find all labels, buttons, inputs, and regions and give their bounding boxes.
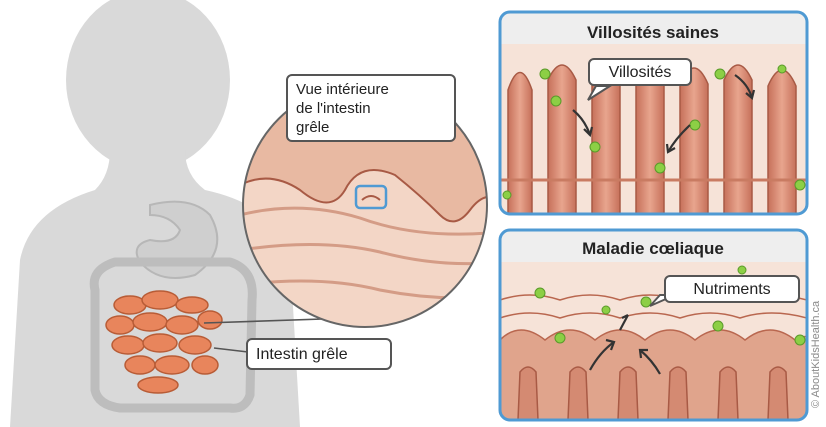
villi-callout: Villosités xyxy=(588,58,692,86)
credit-text: © AboutKidsHealth.ca xyxy=(810,301,822,408)
flattened-villi xyxy=(500,295,807,420)
celiac-panel: Maladie cœliaque xyxy=(500,230,807,420)
nutrients-label: Nutriments xyxy=(693,281,770,298)
healthy-panel-title: Villosités saines xyxy=(587,23,719,42)
healthy-villi-panel: Villosités saines xyxy=(500,12,807,214)
inner-view-line-2: de l'intestin xyxy=(296,99,446,118)
nutrients-callout: Nutriments xyxy=(664,275,800,303)
inner-view-line-1: Vue intérieure xyxy=(296,80,446,99)
villi-label: Villosités xyxy=(609,64,672,81)
inner-view-line-3: grêle xyxy=(296,118,446,137)
small-intestine-callout: Intestin grêle xyxy=(246,338,392,370)
inner-view-callout: Vue intérieure de l'intestin grêle xyxy=(286,74,456,142)
small-intestine-label: Intestin grêle xyxy=(256,346,348,363)
celiac-panel-title: Maladie cœliaque xyxy=(582,239,724,258)
